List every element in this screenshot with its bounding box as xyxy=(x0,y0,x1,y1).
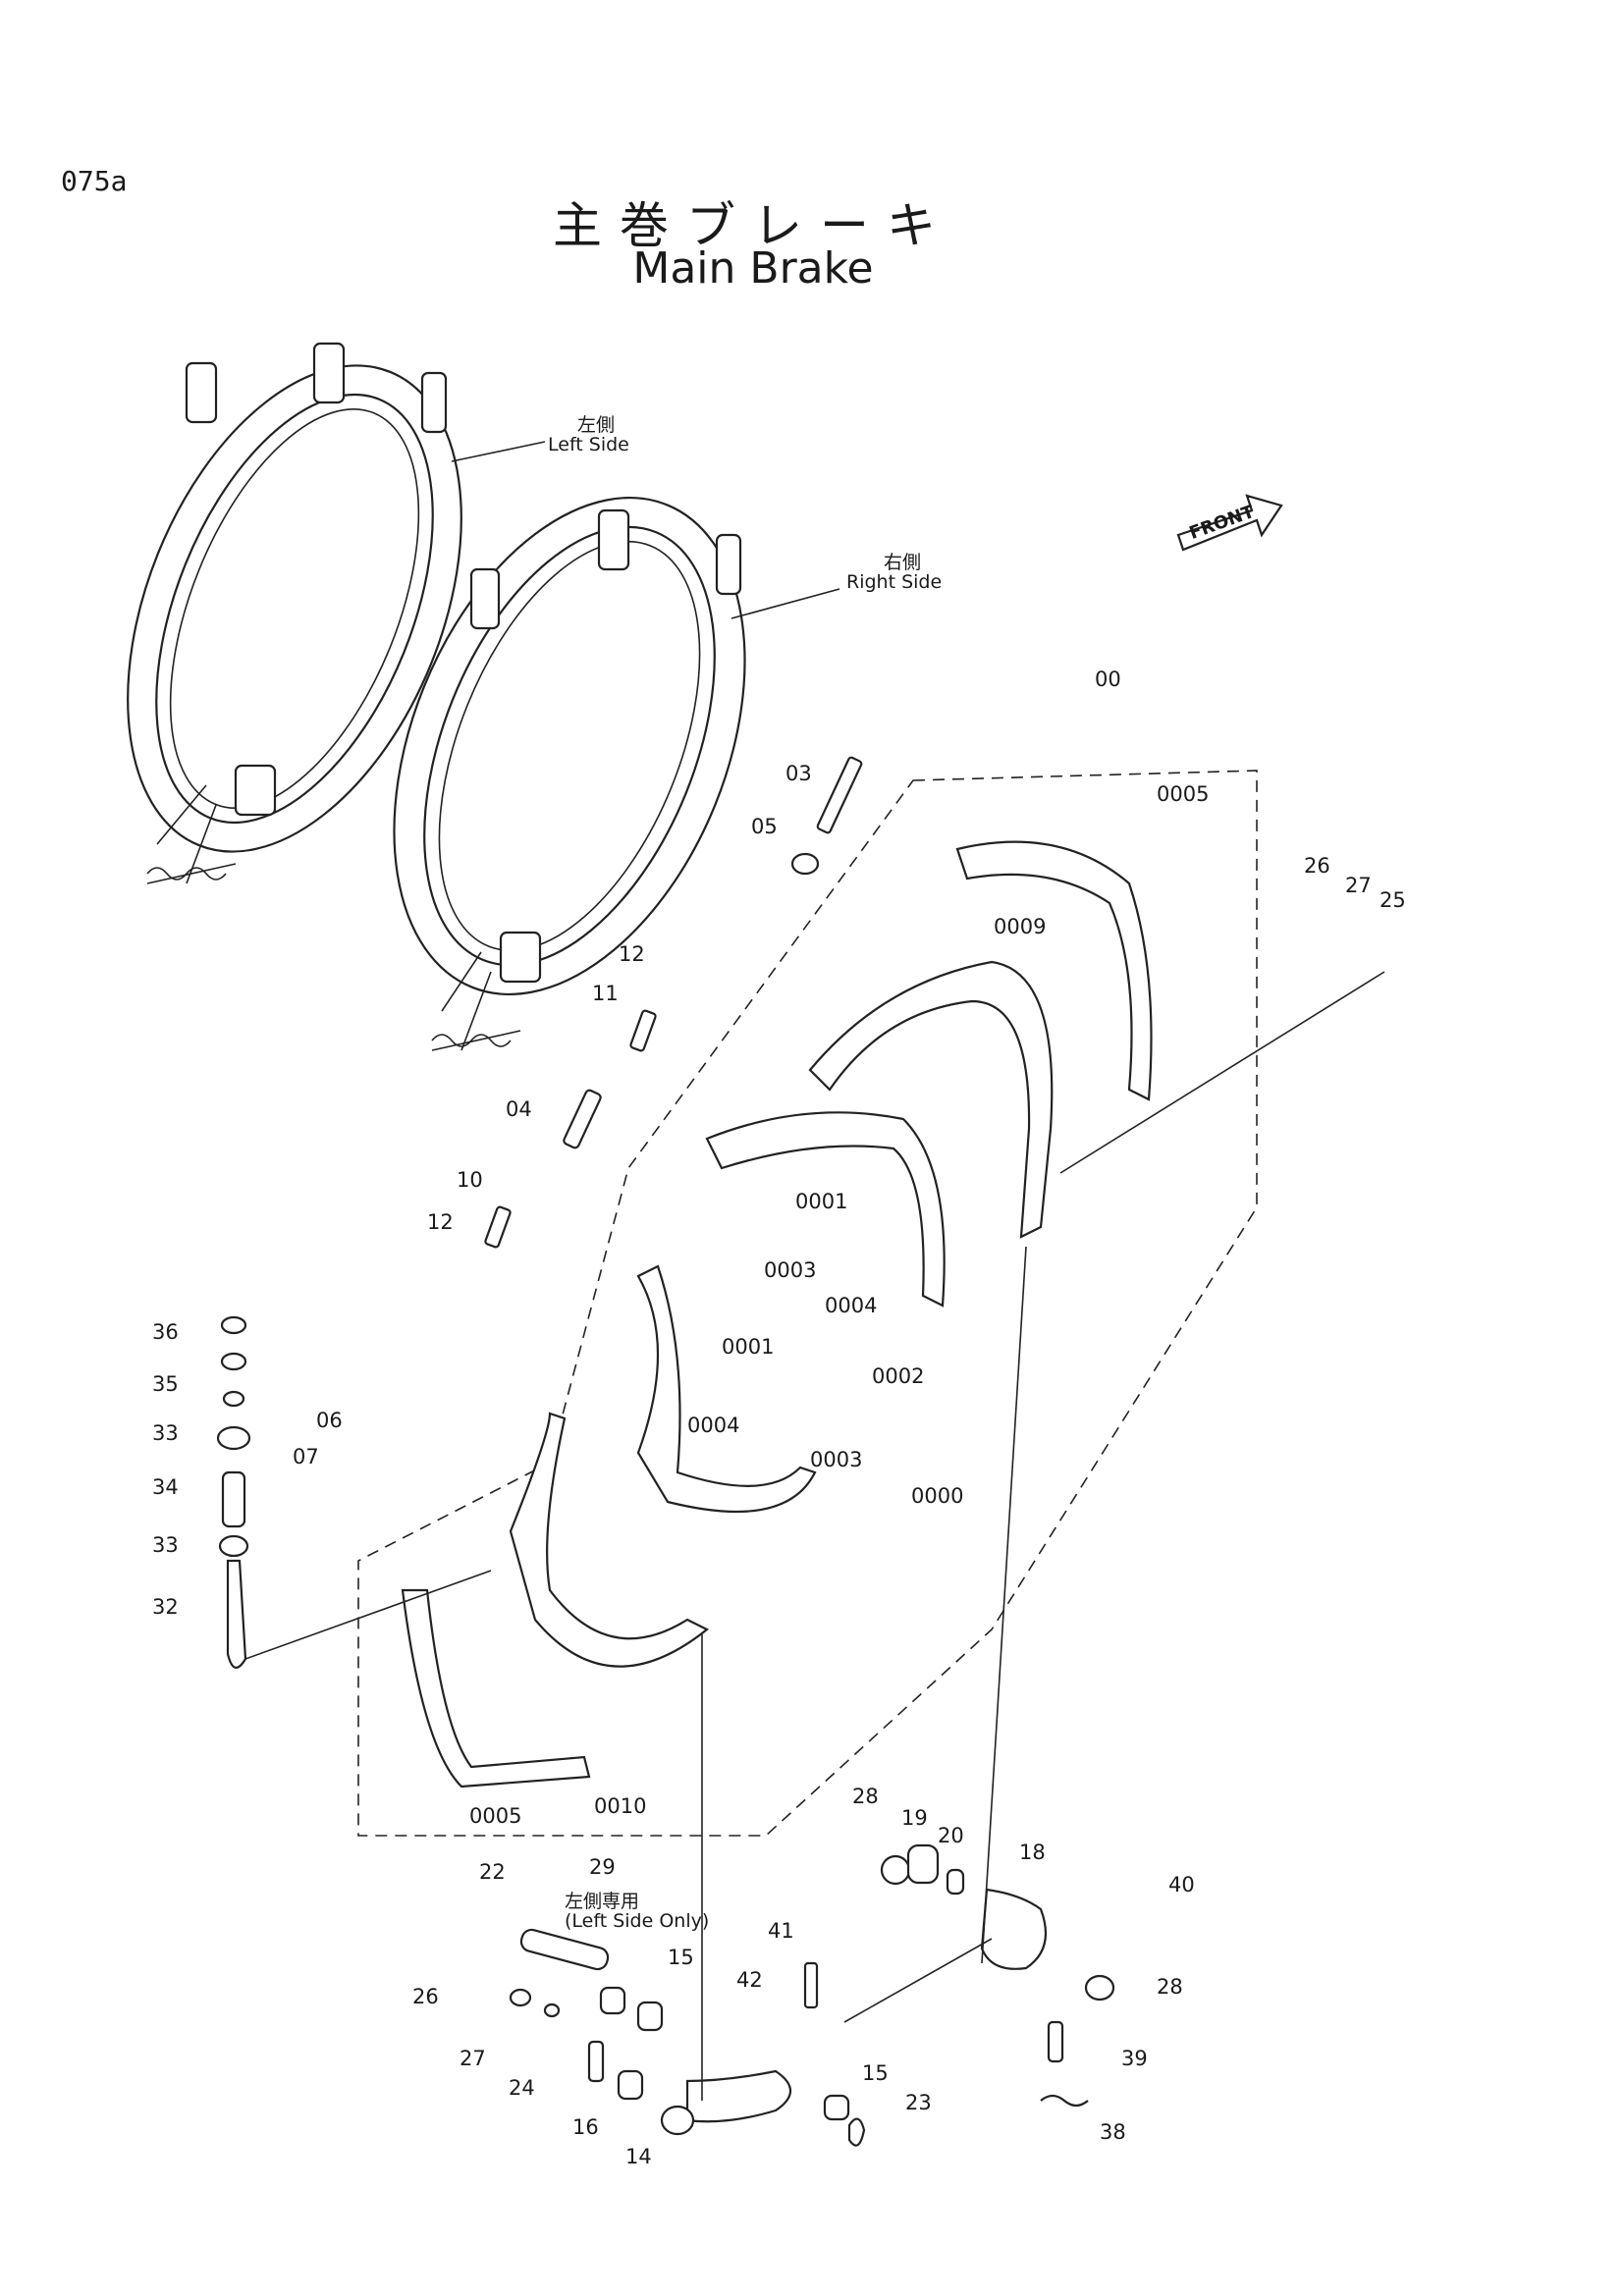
callout-03: 03 xyxy=(785,762,812,785)
callout-0003-upper: 0003 xyxy=(764,1258,817,1282)
callout-0005-upper: 0005 xyxy=(1157,782,1210,806)
leader-link xyxy=(843,1938,993,2023)
callout-35: 35 xyxy=(152,1372,179,1396)
bolt-11 xyxy=(629,1009,657,1052)
right-side-leader xyxy=(731,588,840,619)
left-side-brake-assembly xyxy=(127,342,462,884)
callout-14: 14 xyxy=(625,2145,652,2168)
callout-33-lower: 33 xyxy=(152,1533,179,1557)
callout-0002: 0002 xyxy=(872,1364,925,1388)
right-side-brake-assembly xyxy=(393,496,746,1051)
lining-0009 xyxy=(955,840,1153,1101)
callout-27-lower: 27 xyxy=(460,2047,486,2070)
note-29-en: (Left Side Only) xyxy=(565,1910,710,1932)
title-english: Main Brake xyxy=(632,243,874,294)
callout-0003-lower: 0003 xyxy=(810,1448,863,1471)
kit-outline-00 xyxy=(357,770,1258,1837)
callout-15-lower: 15 xyxy=(862,2061,889,2085)
bushing-05 xyxy=(790,852,820,876)
title-japanese: 主巻ブレーキ xyxy=(553,197,953,254)
leader-32 xyxy=(244,1570,492,1660)
callout-0004-lower: 0004 xyxy=(687,1414,740,1437)
callout-27-upper: 27 xyxy=(1345,874,1372,897)
callout-39: 39 xyxy=(1121,2047,1148,2070)
callout-25: 25 xyxy=(1380,888,1406,912)
callout-20: 20 xyxy=(938,1824,964,1847)
spring-stack-32-36 xyxy=(216,1315,251,1669)
callout-16: 16 xyxy=(572,2115,599,2139)
callout-10: 10 xyxy=(457,1168,483,1192)
callout-15-upper: 15 xyxy=(668,1946,694,1969)
note-29-jp: 左側専用 xyxy=(565,1891,640,1912)
lower-brake-band xyxy=(509,1412,710,1668)
callout-38: 38 xyxy=(1100,2120,1126,2144)
callout-40: 40 xyxy=(1168,1873,1195,1896)
callout-19: 19 xyxy=(901,1806,928,1830)
callout-0000: 0000 xyxy=(911,1484,964,1508)
leader-18 xyxy=(981,1246,1027,1964)
callout-28-upper: 28 xyxy=(852,1785,879,1808)
left-side-label-en: Left Side xyxy=(548,434,629,455)
bolt-03 xyxy=(816,756,863,834)
lining-0010 xyxy=(401,1588,591,1789)
callout-06: 06 xyxy=(316,1409,343,1432)
callout-0001-upper: 0001 xyxy=(795,1190,848,1213)
callout-22: 22 xyxy=(479,1860,506,1884)
callout-04: 04 xyxy=(506,1097,532,1121)
callout-23: 23 xyxy=(905,2091,932,2114)
front-arrow-icon xyxy=(1176,494,1283,552)
callout-05: 05 xyxy=(751,815,778,838)
callout-11: 11 xyxy=(592,982,619,1005)
callout-36: 36 xyxy=(152,1320,179,1344)
linkage-parts xyxy=(509,1843,1115,2147)
callout-34: 34 xyxy=(152,1475,179,1499)
lining-0001-upper xyxy=(705,1111,946,1308)
callout-0005-lower: 0005 xyxy=(469,1804,522,1828)
callout-0001-lower: 0001 xyxy=(722,1335,775,1359)
left-side-leader xyxy=(451,441,546,462)
spring-04 xyxy=(563,1089,602,1149)
upper-brake-band xyxy=(808,960,1054,1239)
right-side-label-jp: 右側 xyxy=(884,552,922,573)
callout-24: 24 xyxy=(509,2076,535,2100)
callout-0004-upper: 0004 xyxy=(825,1294,878,1317)
callout-0010: 0010 xyxy=(594,1794,647,1818)
callout-12-upper: 12 xyxy=(619,942,645,966)
page-number: 075a xyxy=(61,165,128,197)
callout-41: 41 xyxy=(768,1919,794,1943)
callout-00: 00 xyxy=(1095,667,1121,691)
leader-25 xyxy=(1059,971,1385,1174)
callout-33-upper: 33 xyxy=(152,1421,179,1445)
callout-12-lower: 12 xyxy=(427,1210,454,1234)
callout-26-upper: 26 xyxy=(1304,854,1330,878)
callout-07: 07 xyxy=(293,1445,319,1468)
callout-32: 32 xyxy=(152,1595,179,1619)
callout-0009: 0009 xyxy=(994,915,1047,938)
callout-42: 42 xyxy=(736,1968,763,1992)
callout-26-lower: 26 xyxy=(412,1985,439,2008)
callout-18: 18 xyxy=(1019,1841,1046,1864)
bolt-10 xyxy=(484,1205,512,1249)
callout-29: 29 xyxy=(589,1855,616,1879)
right-side-label-en: Right Side xyxy=(846,571,943,593)
lining-0001-lower xyxy=(636,1264,817,1514)
callout-28-lower: 28 xyxy=(1157,1975,1183,1999)
left-side-label-jp: 左側 xyxy=(577,414,616,436)
